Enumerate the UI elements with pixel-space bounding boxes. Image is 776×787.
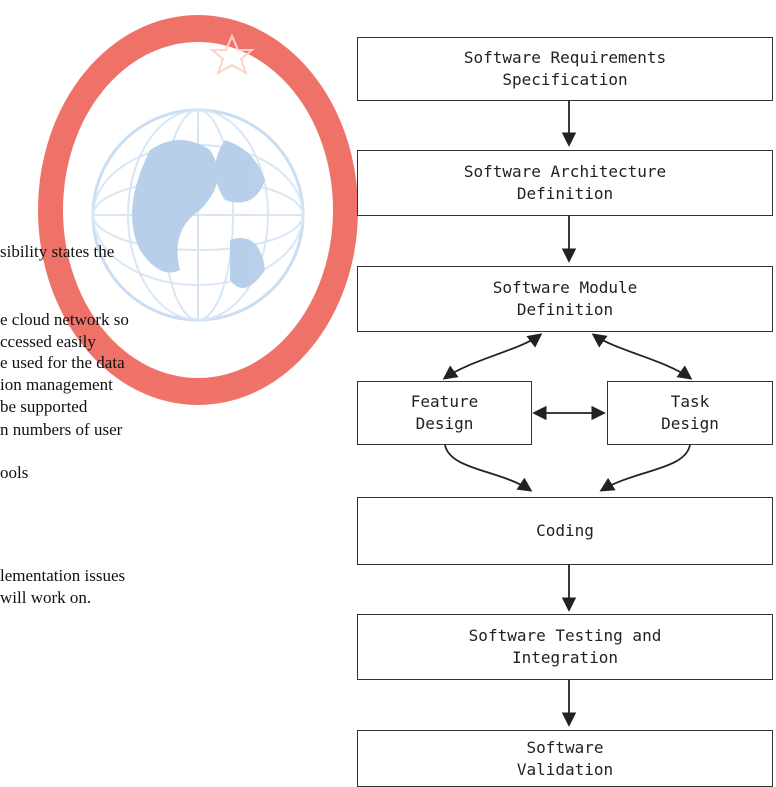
text-line: be supported xyxy=(0,397,88,416)
arrow-module-task xyxy=(591,333,693,380)
text-line: e used for the data xyxy=(0,353,125,372)
box-feature-design: Feature Design xyxy=(357,381,532,445)
box-software-architecture-definition: Software Architecture Definition xyxy=(357,150,773,216)
text-line: ion management xyxy=(0,375,113,394)
text-line: sibility states the xyxy=(0,242,115,261)
arrow-task-to-coding xyxy=(599,444,691,492)
text-line: n numbers of user xyxy=(0,420,123,439)
watermark-seal xyxy=(38,15,358,405)
box-coding: Coding xyxy=(357,497,773,565)
box-software-module-definition: Software Module Definition xyxy=(357,266,773,332)
box-software-testing-and-integration: Software Testing and Integration xyxy=(357,614,773,680)
box-task-design: Task Design xyxy=(607,381,773,445)
text-line: lementation issues xyxy=(0,566,126,585)
arrow-module-feature xyxy=(442,333,543,380)
box-software-requirements-specification: Software Requirements Specification xyxy=(357,37,773,101)
text-line: ccessed easily xyxy=(0,332,96,351)
globe-icon xyxy=(91,108,305,322)
box-software-validation: Software Validation xyxy=(357,730,773,787)
text-line: will work on. xyxy=(0,588,92,607)
text-line: ools xyxy=(0,463,29,482)
seal-star-icon xyxy=(209,33,255,76)
text-line: e cloud network so xyxy=(0,310,129,329)
arrow-feature-to-coding xyxy=(444,444,533,492)
